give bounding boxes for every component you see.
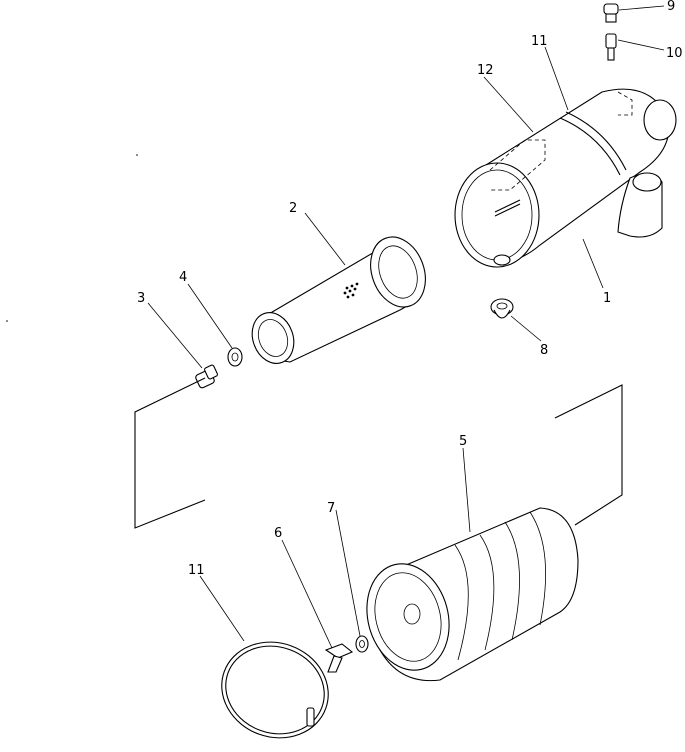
- callout-7: 7: [327, 501, 335, 516]
- callout-6: 6: [274, 526, 282, 541]
- stray-dot: [6, 320, 8, 322]
- stray-dot: [136, 154, 138, 156]
- callout-10: 10: [666, 46, 683, 61]
- callout-11-top: 11: [531, 34, 548, 49]
- part-8-valve: [490, 298, 514, 319]
- callout-8: 8: [540, 343, 548, 358]
- leader-lines: [147, 5, 665, 649]
- callout-9: 9: [667, 0, 675, 14]
- part-9-cap: [603, 3, 619, 23]
- callout-4: 4: [179, 270, 187, 285]
- part-10-fitting: [605, 33, 617, 61]
- part-2-inner-element: [251, 236, 426, 364]
- callout-12: 12: [477, 63, 494, 78]
- part-4-washer: [227, 347, 243, 367]
- callout-2: 2: [289, 201, 297, 216]
- part-11-clamp-band: [221, 641, 329, 739]
- callout-labels: 1 2 3 4 5 6 7 8 9 10 11 12 11: [137, 0, 683, 578]
- part-3-nut: [195, 364, 218, 389]
- group-bracket-right: [554, 384, 623, 526]
- group-bracket-left: [134, 377, 206, 529]
- callout-5: 5: [459, 434, 467, 449]
- part-6-wing-nut: [324, 643, 354, 673]
- part-1-housing: [454, 88, 677, 268]
- part-5-outer-element: [366, 507, 579, 682]
- callout-3: 3: [137, 291, 145, 306]
- callout-11-bottom: 11: [188, 563, 205, 578]
- part-2-mesh-dots: [343, 282, 359, 299]
- part-7-washer: [355, 635, 369, 653]
- callout-1: 1: [603, 291, 611, 306]
